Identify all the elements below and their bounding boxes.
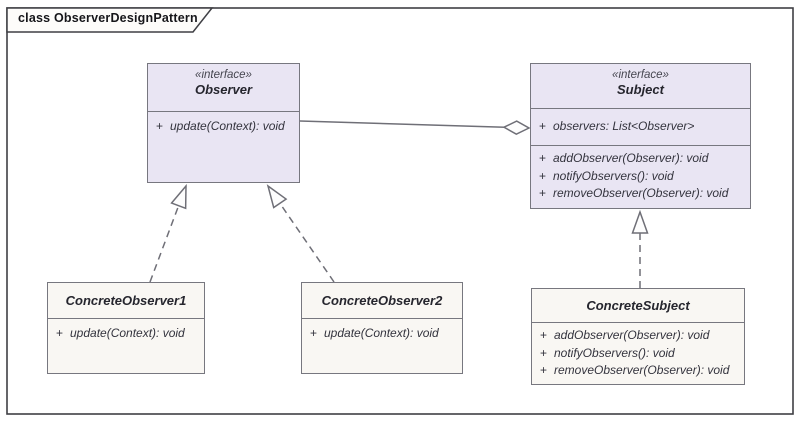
visibility-marker: +	[539, 168, 547, 183]
operation-signature: addObserver(Observer): void	[553, 151, 709, 165]
operation-row: + notifyObservers(): void	[531, 168, 750, 186]
operation-row: + notifyObservers(): void	[532, 345, 744, 363]
visibility-marker: +	[539, 119, 547, 133]
operation-signature: notifyObservers(): void	[554, 345, 675, 360]
stereotype-label: «interface»	[195, 69, 252, 81]
visibility-marker: +	[156, 119, 164, 133]
operations-compartment: + addObserver(Observer): void + notifyOb…	[532, 322, 744, 384]
operations-compartment: + update(Context): void	[48, 318, 204, 373]
operation-row: + update(Context): void	[302, 325, 462, 343]
operation-signature: update(Context): void	[170, 119, 285, 133]
operation-signature: addObserver(Observer): void	[554, 328, 710, 342]
operation-signature: notifyObservers(): void	[553, 168, 674, 183]
stereotype-label: «interface»	[612, 69, 669, 81]
operation-row: + update(Context): void	[148, 118, 299, 136]
visibility-marker: +	[539, 151, 547, 165]
attribute-signature: observers: List<Observer>	[553, 119, 695, 133]
class-box-concreteobserver2[interactable]: ConcreteObserver2 + update(Context): voi…	[301, 282, 463, 374]
visibility-marker: +	[56, 326, 64, 340]
class-name: ConcreteObserver2	[321, 293, 443, 308]
operation-row: + removeObserver(Observer): void	[531, 185, 750, 203]
diagram-title: class ObserverDesignPattern	[18, 11, 198, 25]
operation-row: + removeObserver(Observer): void	[532, 362, 744, 380]
class-name: ConcreteObserver1	[65, 293, 187, 308]
realization-concreteobserver1-observer	[149, 183, 187, 283]
operations-compartment: + addObserver(Observer): void + notifyOb…	[531, 145, 750, 208]
class-box-observer[interactable]: «interface» Observer + update(Context): …	[147, 63, 300, 183]
class-box-subject[interactable]: «interface» Subject + observers: List<Ob…	[530, 63, 751, 209]
operation-row: + addObserver(Observer): void	[532, 327, 744, 345]
class-box-concreteobserver1[interactable]: ConcreteObserver1 + update(Context): voi…	[47, 282, 205, 374]
operations-compartment: + update(Context): void	[148, 111, 299, 182]
operation-signature: removeObserver(Observer): void	[554, 363, 730, 377]
aggregation-observer-subject	[299, 120, 529, 128]
attributes-compartment: + observers: List<Observer>	[531, 108, 750, 145]
class-box-concretesubject[interactable]: ConcreteSubject + addObserver(Observer):…	[531, 288, 745, 385]
class-name: Subject	[617, 82, 664, 97]
operation-signature: update(Context): void	[324, 326, 439, 340]
class-header: ConcreteObserver2	[302, 283, 462, 318]
visibility-marker: +	[539, 186, 547, 200]
visibility-marker: +	[310, 326, 318, 340]
visibility-marker: +	[540, 345, 548, 360]
class-header: «interface» Subject	[531, 64, 750, 108]
class-header: ConcreteObserver1	[48, 283, 204, 318]
operation-row: + addObserver(Observer): void	[531, 150, 750, 168]
visibility-marker: +	[540, 328, 548, 342]
operations-compartment: + update(Context): void	[302, 318, 462, 373]
class-name: ConcreteSubject	[586, 298, 690, 313]
realization-concreteobserver2-observer	[266, 184, 335, 283]
operation-signature: update(Context): void	[70, 326, 185, 340]
class-name: Observer	[194, 82, 253, 97]
visibility-marker: +	[540, 363, 548, 377]
class-header: «interface» Observer	[148, 64, 299, 111]
attribute-row: + observers: List<Observer>	[531, 118, 750, 136]
operation-signature: removeObserver(Observer): void	[553, 186, 729, 200]
class-header: ConcreteSubject	[532, 289, 744, 322]
frame-title-tab	[6, 7, 214, 33]
operation-row: + update(Context): void	[48, 325, 204, 343]
